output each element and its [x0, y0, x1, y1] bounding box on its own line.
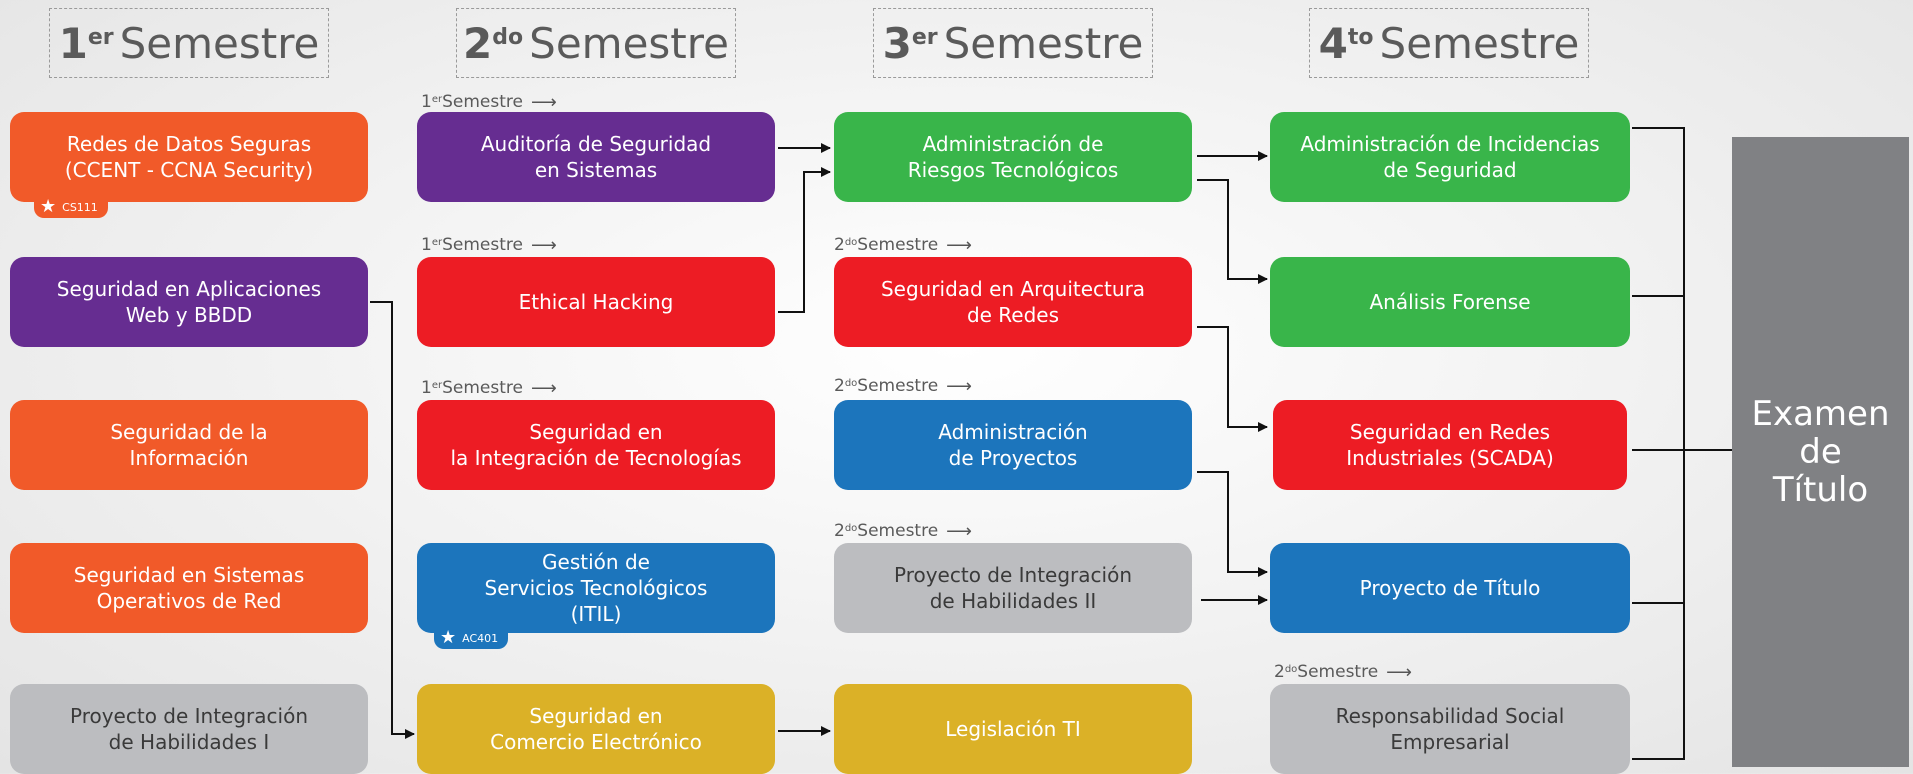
semester-label: Semestre — [119, 18, 320, 68]
course-auditoria-seguridad[interactable]: Auditoría de Seguridad en Sistemas — [417, 112, 775, 202]
course-seguridad-aplicaciones-web[interactable]: Seguridad en Aplicaciones Web y BBDD — [10, 257, 368, 347]
course-code: CS111 — [62, 200, 98, 214]
prereq-suffix: er — [431, 236, 443, 248]
prereq-number: 2 — [834, 521, 845, 541]
star-icon: ★ — [440, 627, 457, 648]
semester-suffix: er — [911, 24, 938, 50]
course-legislacion-ti[interactable]: Legislación TI — [834, 684, 1192, 774]
course-seguridad-sistemas-operativos[interactable]: Seguridad en Sistemas Operativos de Red — [10, 543, 368, 633]
course-code: AC401 — [462, 631, 499, 645]
prereq-text: Semestre — [1297, 662, 1379, 682]
semester-number: 4 — [1318, 18, 1348, 68]
arrow-right-icon: ⟶ — [1386, 661, 1412, 683]
connector-4th-to-exam — [1632, 127, 1732, 760]
course-seguridad-integracion-tecnologias[interactable]: Seguridad en la Integración de Tecnologí… — [417, 400, 775, 490]
arrow-right-icon: ⟶ — [530, 377, 557, 399]
prereq-suffix: do — [844, 377, 858, 389]
prereq-suffix: do — [844, 236, 858, 248]
semester-number: 1 — [58, 18, 88, 68]
prereq-text: Semestre — [857, 235, 939, 255]
course-code-tag: ★ CS111 — [34, 196, 108, 218]
semester-suffix: er — [87, 24, 114, 50]
course-code-tag: ★ AC401 — [434, 627, 509, 649]
semester-suffix: to — [1347, 24, 1374, 50]
course-proyecto-integracion-1[interactable]: Proyecto de Integración de Habilidades I — [10, 684, 368, 774]
course-administracion-incidencias[interactable]: Administración de Incidencias de Segurid… — [1270, 112, 1630, 202]
course-proyecto-integracion-2[interactable]: Proyecto de Integración de Habilidades I… — [834, 543, 1192, 633]
course-analisis-forense[interactable]: Análisis Forense — [1270, 257, 1630, 347]
course-redes-datos-seguras[interactable]: Redes de Datos Seguras (CCENT - CCNA Sec… — [10, 112, 368, 202]
course-administracion-proyectos[interactable]: Administración de Proyectos — [834, 400, 1192, 490]
prereq-text: Semestre — [857, 521, 939, 541]
semester-label: Semestre — [943, 18, 1144, 68]
connector-proyectos-to-titulo — [1197, 471, 1268, 577]
prereq-suffix: do — [844, 522, 858, 534]
course-gestion-servicios-itil[interactable]: Gestión de Servicios Tecnológicos (ITIL) — [417, 543, 775, 633]
prereq-suffix: er — [431, 379, 443, 391]
arrow-right-icon: ⟶ — [530, 91, 557, 113]
course-administracion-riesgos[interactable]: Administración de Riesgos Tecnológicos — [834, 112, 1192, 202]
course-ethical-hacking[interactable]: Ethical Hacking — [417, 257, 775, 347]
semester-label: Semestre — [1379, 18, 1580, 68]
prereq-text: Semestre — [857, 376, 939, 396]
prereq-text: Semestre — [442, 378, 523, 398]
course-seguridad-comercio-electronico[interactable]: Seguridad en Comercio Electrónico — [417, 684, 775, 774]
prereq-number: 1 — [421, 378, 432, 398]
prereq-suffix: do — [1284, 663, 1298, 675]
prereq-number: 2 — [834, 235, 845, 255]
course-responsabilidad-social[interactable]: Responsabilidad Social Empresarial — [1270, 684, 1630, 774]
connector-web-to-comercio — [370, 301, 415, 739]
course-seguridad-arquitectura-redes[interactable]: Seguridad en Arquitectura de Redes — [834, 257, 1192, 347]
arrow-right-icon: ⟶ — [946, 375, 972, 397]
prereq-text: Semestre — [442, 92, 523, 112]
prereq-number: 1 — [421, 92, 432, 112]
connector-arquitectura-to-scada — [1197, 326, 1268, 432]
examen-titulo[interactable]: Examen de Título — [1732, 137, 1909, 767]
semester-suffix: do — [492, 24, 524, 50]
prereq-text: Semestre — [442, 235, 523, 255]
arrow-right-icon: ⟶ — [530, 234, 557, 256]
semester-label: Semestre — [529, 18, 729, 68]
connector-ethical-to-riesgos — [778, 167, 831, 313]
semester-number: 3 — [882, 18, 912, 68]
connector-riesgos-to-forense — [1197, 179, 1268, 284]
course-seguridad-redes-industriales[interactable]: Seguridad en Redes Industriales (SCADA) — [1273, 400, 1627, 490]
prereq-number: 2 — [834, 376, 845, 396]
course-proyecto-titulo[interactable]: Proyecto de Título — [1270, 543, 1630, 633]
prereq-suffix: er — [431, 93, 443, 105]
arrow-right-icon: ⟶ — [946, 520, 972, 542]
star-icon: ★ — [40, 196, 57, 217]
prereq-number: 2 — [1274, 662, 1285, 682]
prereq-number: 1 — [421, 235, 432, 255]
course-seguridad-informacion[interactable]: Seguridad de la Información — [10, 400, 368, 490]
arrow-right-icon: ⟶ — [946, 234, 972, 256]
semester-number: 2 — [463, 18, 493, 68]
